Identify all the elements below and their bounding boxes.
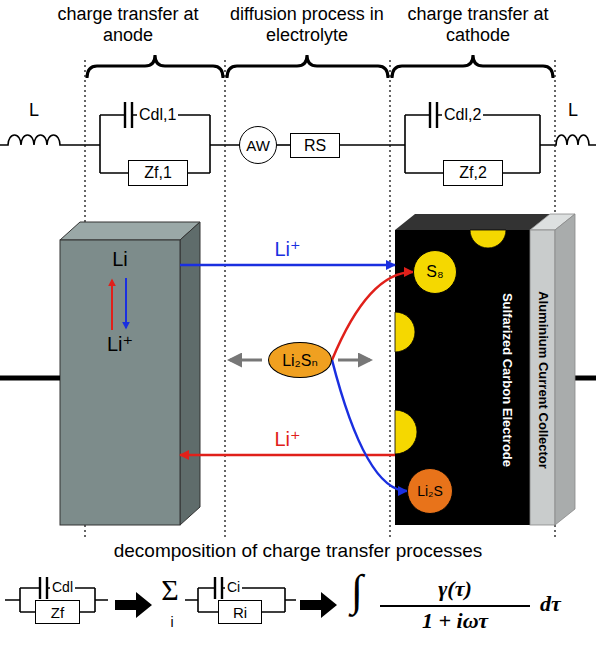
node-text: S₈ xyxy=(426,263,443,281)
svg-line xyxy=(125,278,127,328)
node-text: Li₂Sₙ xyxy=(282,351,318,370)
text-label: L xyxy=(568,100,578,121)
node-text: AW xyxy=(246,137,270,154)
node-circle: Li₂S xyxy=(407,468,453,514)
svg-line xyxy=(338,359,370,362)
svg-path xyxy=(87,55,223,78)
svg-path xyxy=(40,577,47,599)
svg-line xyxy=(380,605,530,607)
circuit-wires xyxy=(0,102,596,173)
node-text: Sulfarized Carbon Electrode xyxy=(500,293,515,467)
connector-label: Li⁺ xyxy=(274,237,300,261)
svg-path xyxy=(392,55,553,78)
node-text: RS xyxy=(304,137,326,155)
svg-path xyxy=(340,115,540,173)
text-label: Cdl,1 xyxy=(137,106,178,124)
svg-rect xyxy=(60,240,180,525)
text-label: decomposition of charge transfer process… xyxy=(114,540,483,562)
svg-path xyxy=(395,410,417,454)
node-text: Zf xyxy=(51,604,64,621)
text-label: Ci xyxy=(225,579,242,595)
svg-polygon xyxy=(60,222,200,240)
svg-path xyxy=(395,312,415,352)
text-label: ∫ xyxy=(351,566,363,617)
svg-line xyxy=(389,60,390,540)
svg-polygon xyxy=(395,214,550,230)
braces xyxy=(87,55,553,78)
node-text: Li⁺ xyxy=(107,332,133,356)
node-text: Li xyxy=(112,248,128,271)
svg-polygon xyxy=(555,214,575,525)
svg-rect xyxy=(530,230,555,525)
text-label: charge transfer at cathode xyxy=(393,4,563,45)
node-region: Aluminium Current Collector xyxy=(530,230,555,525)
node-text: Ri xyxy=(233,604,247,621)
text-label: Σ xyxy=(161,573,178,608)
connector xyxy=(332,360,407,491)
node-circle: S₈ xyxy=(413,250,457,294)
svg-line xyxy=(575,376,596,381)
svg-path xyxy=(0,135,100,145)
text-label: dτ xyxy=(540,591,561,616)
node-text: Zf,2 xyxy=(459,164,487,182)
svg-line xyxy=(0,376,60,381)
anode-slab xyxy=(60,222,200,525)
connector xyxy=(180,454,395,457)
connector xyxy=(180,264,395,267)
svg-line xyxy=(224,60,225,540)
svg-path xyxy=(430,102,437,128)
node-text: Zf,1 xyxy=(144,164,172,182)
node-text: Aluminium Current Collector xyxy=(535,291,550,469)
node-circle: Li₂Sₙ xyxy=(268,342,332,378)
svg-rect xyxy=(395,230,530,525)
node-region: Sulfarized Carbon Electrode S₈ Li₂S xyxy=(395,230,530,525)
node-box: Zf,1 xyxy=(128,160,188,186)
node-box: RS xyxy=(290,133,340,158)
text-label: γ(τ) xyxy=(438,576,472,601)
node-box: Zf,2 xyxy=(443,160,503,186)
text-label: diffusion process in electrolyte xyxy=(222,4,392,45)
node-box: Ri xyxy=(218,600,262,624)
svg-polygon xyxy=(115,592,152,618)
node-region: LiLi⁺ xyxy=(60,240,180,525)
svg-path xyxy=(470,230,506,248)
connector xyxy=(277,144,290,146)
svg-line xyxy=(230,359,262,362)
text-label: Cdl xyxy=(50,579,75,595)
node-text: Li₂S xyxy=(417,483,443,499)
svg-path xyxy=(125,102,132,128)
node-circle: AW xyxy=(239,126,277,164)
svg-path xyxy=(215,577,222,599)
connector xyxy=(332,272,413,360)
svg-path xyxy=(227,55,388,78)
connector-label: Li⁺ xyxy=(274,427,300,451)
cathode xyxy=(395,214,575,525)
node-box: Zf xyxy=(35,600,80,624)
text-label: charge transfer at anode xyxy=(43,4,213,45)
svg-path xyxy=(540,135,596,145)
decomposition-wires xyxy=(5,577,530,612)
svg-line xyxy=(111,280,113,330)
text-label: i xyxy=(170,614,173,630)
svg-polygon xyxy=(300,592,337,618)
svg-polygon xyxy=(180,222,200,525)
text-label: 1 + iωτ xyxy=(422,608,488,633)
text-label: L xyxy=(29,100,39,121)
text-label: Cdl,2 xyxy=(442,106,483,124)
